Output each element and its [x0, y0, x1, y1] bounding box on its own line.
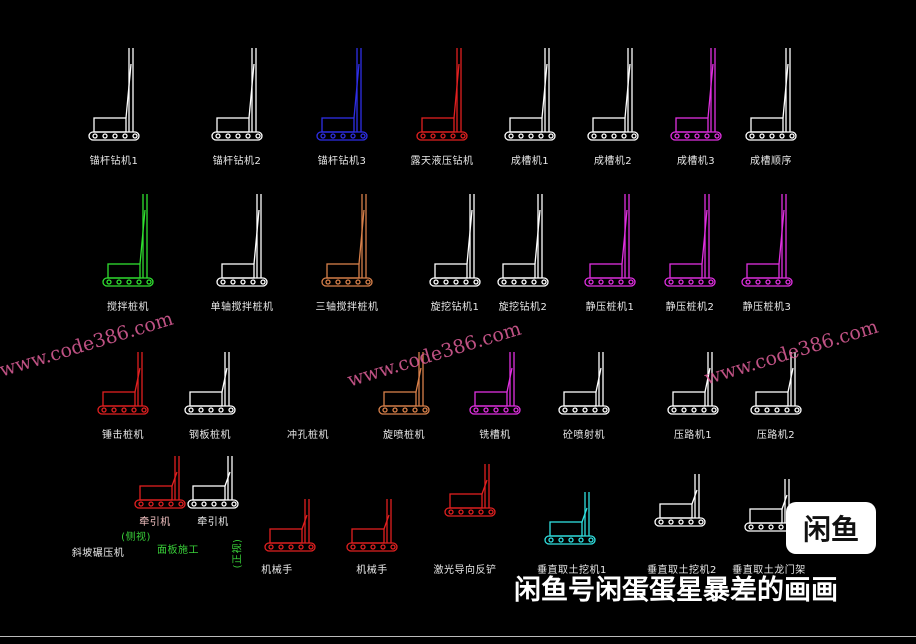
machine-drawing — [187, 456, 239, 509]
machine-label: 成槽机1 — [510, 156, 550, 167]
machine-label: 压路机1 — [673, 430, 713, 441]
machine-drawing — [378, 352, 430, 415]
machine-label: 旋挖钻机2 — [498, 302, 548, 313]
machine-label: 三轴搅拌桩机 — [315, 302, 379, 313]
machine-label: 压路机2 — [756, 430, 796, 441]
machine-drawing — [346, 499, 398, 552]
label-laser-backhoe: 激光导向反铲 — [433, 565, 497, 576]
machine-drawing — [664, 194, 716, 287]
drawing-frame-line — [0, 636, 916, 637]
label-front-view: (正视) — [232, 538, 244, 569]
machine-drawing — [88, 48, 140, 141]
label-slope-roller: 斜坡碾压机 — [71, 548, 125, 559]
label-arm-1: 机械手 — [261, 565, 293, 576]
machine-label: 锚杆钻机3 — [317, 156, 367, 167]
machine-drawing — [750, 352, 802, 415]
machine-label: 铣槽机 — [479, 430, 511, 441]
machine-label: 砼喷射机 — [563, 430, 605, 441]
machine-drawing — [216, 194, 268, 287]
machine-label: 静压桩机1 — [585, 302, 635, 313]
machine-drawing — [670, 48, 722, 141]
machine-label: 静压桩机3 — [742, 302, 792, 313]
machine-drawing — [102, 194, 154, 287]
machine-drawing — [587, 48, 639, 141]
label-vertical-excavator-2: 垂直取土挖机2 — [647, 565, 717, 576]
machine-drawing — [316, 48, 368, 141]
machine-drawing — [134, 456, 186, 509]
machine-drawing — [469, 352, 521, 415]
machine-drawing — [211, 48, 263, 141]
machine-label: 露天液压钻机 — [410, 156, 474, 167]
machine-label: 成槽机2 — [593, 156, 633, 167]
machine-label: 成槽机3 — [676, 156, 716, 167]
machine-drawing — [429, 194, 481, 287]
label-panel-work: 面板施工 — [157, 545, 199, 556]
label-traction-1: 牵引机 — [139, 517, 171, 528]
machine-label: 钢板桩机 — [189, 430, 231, 441]
machine-drawing — [667, 352, 719, 415]
machine-label: 锤击桩机 — [102, 430, 144, 441]
label-vertical-excavator-1: 垂直取土挖机1 — [537, 565, 607, 576]
machine-drawing — [741, 194, 793, 287]
machine-drawing — [184, 352, 236, 415]
machine-drawing — [97, 352, 149, 415]
machine-drawing — [497, 194, 549, 287]
label-traction-2: 牵引机 — [197, 517, 229, 528]
machine-label: 旋喷桩机 — [383, 430, 425, 441]
machine-drawing — [654, 474, 706, 527]
machine-drawing — [321, 194, 373, 287]
machine-label: 成槽顺序 — [750, 156, 792, 167]
machine-drawing — [416, 48, 468, 141]
machine-drawing — [584, 194, 636, 287]
machine-drawing — [745, 48, 797, 141]
label-arm-2: 机械手 — [356, 565, 388, 576]
machine-label: 搅拌桩机 — [107, 302, 149, 313]
label-gantry: 垂直取土龙门架 — [732, 565, 806, 576]
xianyu-logo: 闲鱼 — [786, 502, 876, 554]
machine-drawing — [544, 492, 596, 545]
machine-label: 锚杆钻机1 — [89, 156, 139, 167]
machine-label: 旋挖钻机1 — [430, 302, 480, 313]
label-side-view: (侧视) — [121, 532, 151, 543]
machine-label: 静压桩机2 — [665, 302, 715, 313]
machine-drawing — [504, 48, 556, 141]
watermark-overlay-text: 闲鱼号闲蛋蛋星暴差的画画 — [514, 575, 838, 606]
machine-label: 锚杆钻机2 — [212, 156, 262, 167]
machine-drawing — [558, 352, 610, 415]
machine-label: 冲孔桩机 — [287, 430, 329, 441]
machine-drawing — [264, 499, 316, 552]
machine-label: 单轴搅拌桩机 — [210, 302, 274, 313]
machine-drawing — [444, 464, 496, 517]
